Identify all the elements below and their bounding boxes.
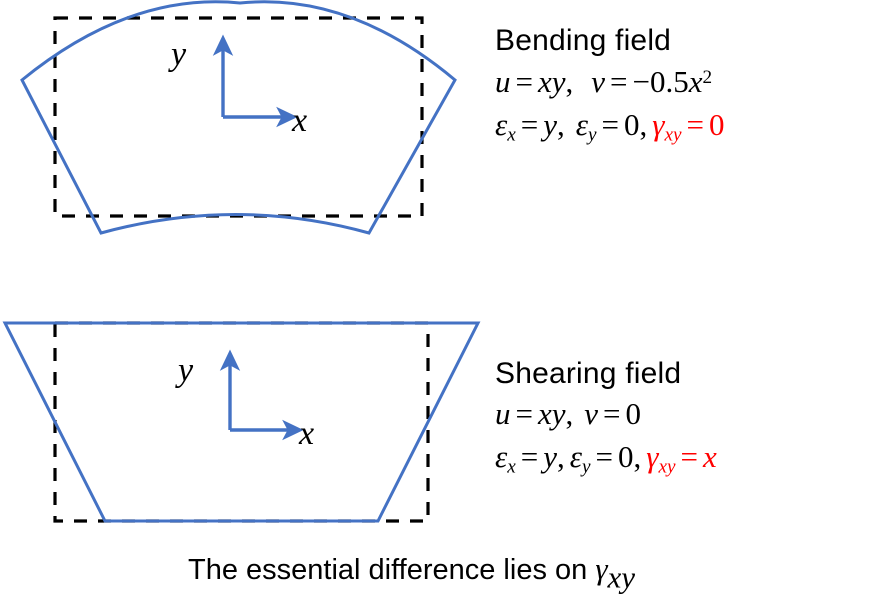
shearing-u-symbol: u [495, 396, 511, 431]
bending-x-axis-label: x [292, 102, 308, 139]
comma: , [565, 396, 574, 431]
equals-sign: = [680, 439, 698, 474]
shearing-v-symbol: v [584, 396, 599, 431]
equals-sign: = [686, 107, 704, 142]
caption-gamma-symbol: γ [595, 551, 608, 586]
bending-deformed-shape [20, 0, 457, 235]
bending-gamma-value: 0 [708, 107, 725, 142]
equals-sign: = [610, 64, 628, 99]
bending-field-title: Bending field [495, 24, 672, 57]
bending-gamma-subscript: xy [664, 124, 682, 146]
shearing-gamma-subscript: xy [658, 456, 676, 478]
shearing-eps-x-subscript: x [507, 456, 516, 478]
equals-sign: = [520, 439, 539, 474]
bending-field-diagram [20, 0, 457, 235]
bending-strain-equation: εx=y,εy=0,γxy=0 [495, 105, 724, 148]
shearing-deformed-shape [2, 321, 481, 523]
shearing-eps-y-symbol: ε [569, 439, 582, 474]
shearing-gamma-symbol: γ [646, 439, 659, 474]
shearing-gamma-value: x [702, 439, 717, 474]
bending-eps-x-symbol: ε [495, 107, 508, 142]
shearing-displacement-equation: u=xy,v=0 [495, 394, 641, 434]
bending-v-variable: x [688, 64, 703, 99]
bending-eps-y-subscript: y [587, 124, 597, 146]
shearing-strain-equation: εx=y,εy=0,γxy=x [495, 437, 717, 480]
equals-sign: = [595, 439, 613, 474]
bending-eps-y-value: 0 [623, 107, 640, 142]
caption-gamma-subscript: xy [607, 559, 636, 595]
equals-sign: = [520, 107, 539, 142]
shearing-eps-y-value: 0 [617, 439, 634, 474]
shearing-field-title: Shearing field [495, 357, 682, 390]
bending-gamma-symbol: γ [652, 107, 665, 142]
comma: , [633, 439, 642, 474]
shearing-undeformed-rect [53, 321, 430, 523]
caption-text: The essential difference lies on [188, 554, 596, 586]
equals-sign: = [515, 396, 533, 431]
bending-eps-y-symbol: ε [575, 107, 588, 142]
bending-eps-x-value: y [543, 107, 557, 142]
shearing-y-axis-label: y [178, 352, 194, 389]
shearing-v-value: 0 [625, 396, 642, 431]
shearing-eps-x-symbol: ε [495, 439, 508, 474]
bending-v-symbol: v [591, 64, 606, 99]
shearing-eps-y-subscript: y [581, 456, 591, 478]
equals-sign: = [601, 107, 619, 142]
bending-displacement-equation: u=xy,v=−0.5x2 [495, 62, 712, 102]
bending-v-coefficient: 0.5 [650, 64, 689, 99]
bending-v-exponent: 2 [702, 67, 713, 89]
bending-u-symbol: u [495, 64, 511, 99]
comma: , [557, 107, 565, 142]
shearing-eps-x-value: y [543, 439, 557, 474]
equals-sign: = [603, 396, 621, 431]
shearing-u-value: xy [537, 396, 566, 431]
bending-u-value: xy [537, 64, 566, 99]
shearing-field-diagram [2, 321, 481, 523]
comma: , [557, 439, 565, 474]
equals-sign: = [515, 64, 533, 99]
minus-sign: − [632, 64, 650, 99]
figure-caption: The essential difference lies on γxy [188, 549, 635, 597]
comma: , [565, 64, 574, 99]
comma: , [639, 107, 648, 142]
bending-y-axis-label: y [171, 36, 187, 73]
bending-eps-x-subscript: x [507, 124, 516, 146]
shearing-x-axis-label: x [299, 415, 315, 452]
